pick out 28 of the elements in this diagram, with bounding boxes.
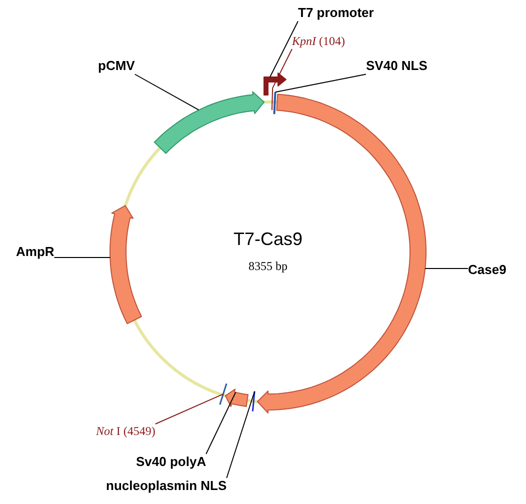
leader-line xyxy=(272,48,292,89)
leader-line xyxy=(226,390,256,478)
terminator-feature xyxy=(224,388,248,408)
leader-line xyxy=(206,392,236,454)
feature-label: Sv40 polyA xyxy=(136,454,206,470)
feature-label: AmpR xyxy=(16,244,54,260)
feature-label: nucleoplasmin NLS xyxy=(106,478,227,494)
leader-line xyxy=(270,20,298,78)
promoter-symbol xyxy=(264,72,286,96)
leader-line xyxy=(154,394,224,424)
feature-label: T7 promoter xyxy=(298,5,374,22)
feature-label: pCMV xyxy=(98,58,135,74)
leader-line xyxy=(54,257,111,258)
leader-line xyxy=(134,74,200,110)
leader-line xyxy=(274,74,366,93)
restriction-site-mark xyxy=(271,88,274,111)
nls-mark xyxy=(252,391,256,412)
leader-line xyxy=(424,268,468,270)
restriction-site-label: KpnI (104) xyxy=(292,34,345,49)
gene-feature xyxy=(110,205,142,324)
nls-mark xyxy=(273,92,276,114)
restriction-site-mark xyxy=(219,383,228,405)
promoter-feature xyxy=(154,91,265,154)
plasmid-name: T7-Cas9 xyxy=(233,228,303,251)
feature-label: SV40 NLS xyxy=(366,58,428,74)
plasmid-size: 8355 bp xyxy=(248,258,288,275)
feature-label: Case9 xyxy=(468,262,506,278)
restriction-site-label: Not I (4549) xyxy=(96,424,156,439)
